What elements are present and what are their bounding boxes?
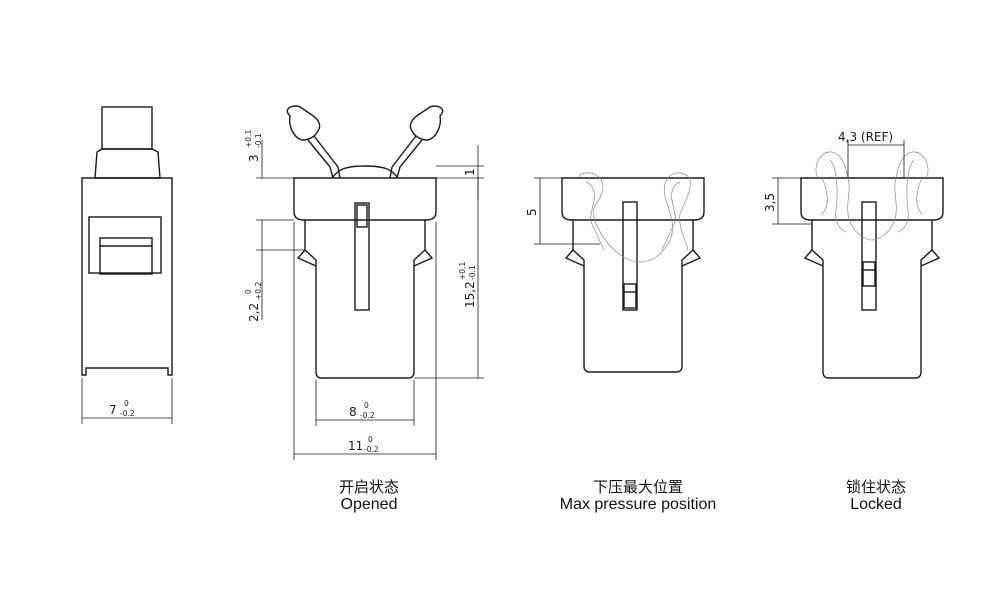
svg-text:+0.1: +0.1: [458, 262, 467, 280]
max-pressure-view: 5: [525, 172, 705, 373]
dim-11: 11: [348, 439, 363, 453]
dim-1: 1: [463, 168, 477, 176]
dim-5: 5: [525, 208, 539, 216]
caption-opened-en: Opened: [340, 496, 398, 513]
dim-3-5: 3,5: [763, 193, 777, 212]
svg-text:-0.2: -0.2: [360, 411, 375, 420]
svg-text:0: 0: [124, 399, 129, 408]
caption-locked-en: Locked: [850, 496, 902, 513]
svg-text:-0.2: -0.2: [364, 445, 379, 454]
svg-text:0: 0: [244, 289, 253, 294]
dim-8: 8: [349, 405, 357, 419]
svg-text:0: 0: [364, 401, 369, 410]
caption-maxpress-cn: 下压最大位置: [592, 478, 683, 496]
dim-2-2: 2,2: [247, 303, 261, 322]
caption-opened-cn: 开启状态: [338, 478, 399, 496]
svg-text:+0.1: +0.1: [244, 130, 253, 148]
dim-4-3-ref: 4,3 (REF): [838, 130, 893, 144]
locked-view: 4,3 (REF) 3,5: [763, 130, 944, 379]
caption-locked-cn: 锁住状态: [845, 478, 906, 496]
opened-view: 3 +0.1 -0.1 2,2 0 +0.2 1 15,2 +0.1 -0.1 …: [244, 105, 484, 460]
svg-text:-0.2: -0.2: [120, 409, 135, 418]
side-view: 7 0 -0.2: [81, 106, 173, 424]
svg-text:-0.1: -0.1: [254, 133, 263, 148]
caption-maxpress-en: Max pressure position: [559, 496, 717, 513]
dim-15-2: 15,2: [463, 281, 477, 308]
svg-text:+0.2: +0.2: [254, 282, 263, 300]
dim-7: 7: [109, 403, 117, 417]
dim-3: 3: [247, 154, 261, 162]
svg-text:0: 0: [368, 435, 373, 444]
svg-text:-0.1: -0.1: [468, 265, 477, 280]
